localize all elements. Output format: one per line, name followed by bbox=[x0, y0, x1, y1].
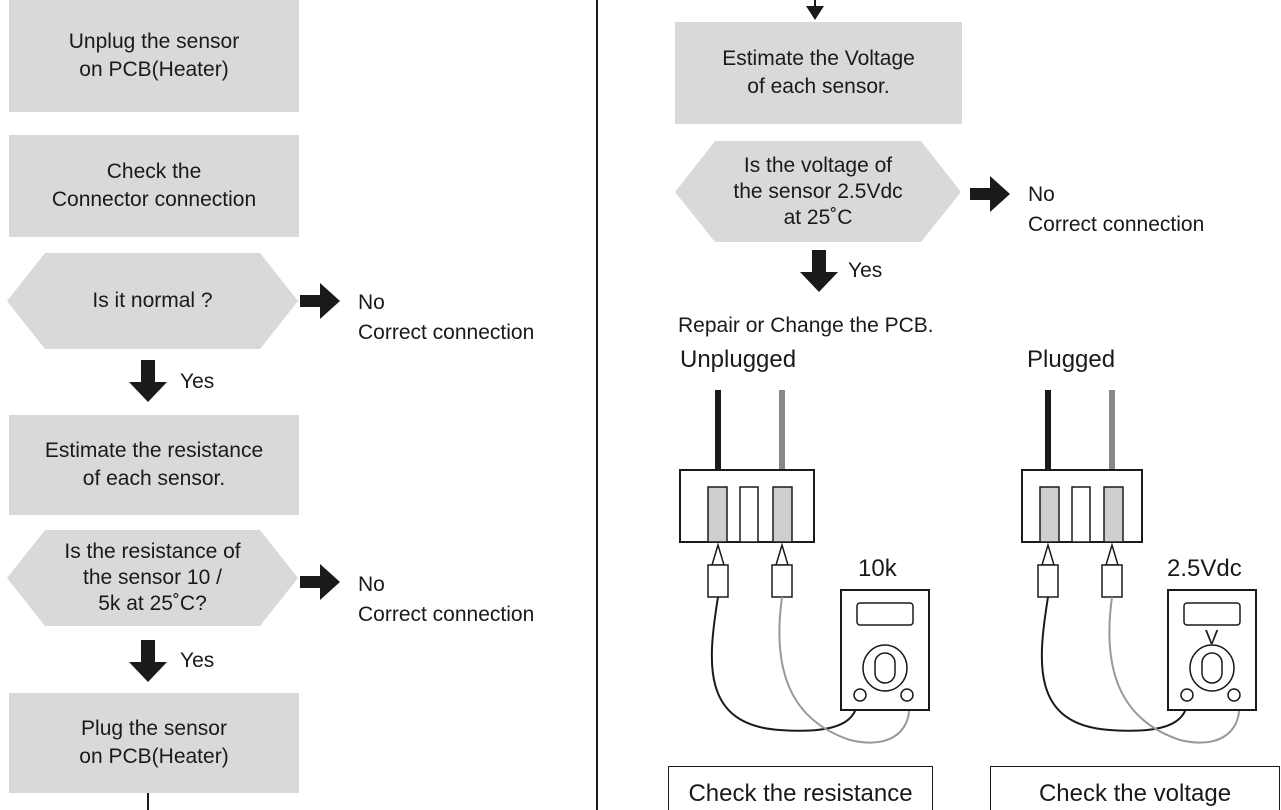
plugged-connector bbox=[1021, 390, 1241, 744]
caption-check-voltage-text: Check the voltage bbox=[1038, 780, 1232, 807]
right-decision-voltage-yes: Yes bbox=[848, 259, 883, 282]
right-step-estimate-voltage: Estimate the Voltage of each sensor. bbox=[675, 22, 962, 124]
plugged-label: Plugged bbox=[1027, 346, 1116, 373]
left-no-arrow-1 bbox=[300, 283, 340, 319]
left-decision-normal-yes: Yes bbox=[180, 370, 215, 393]
left-step-plug: Plug the sensor on PCB(Heater) bbox=[9, 693, 299, 793]
top-arrow-head bbox=[806, 6, 824, 20]
left-decision-resistance-no: No Correct connection bbox=[358, 573, 535, 626]
left-step-plug-text: Plug the sensor on PCB(Heater) bbox=[79, 717, 229, 768]
unplugged-connector bbox=[679, 390, 911, 744]
left-step-check-connector: Check the Connector connection bbox=[9, 135, 299, 237]
left-decision2-shape bbox=[7, 530, 298, 626]
left-decision1-shape bbox=[7, 253, 298, 349]
right-decision1-shape bbox=[675, 141, 961, 242]
left-decision-normal-no: No Correct connection bbox=[358, 291, 535, 344]
left-decision-normal: Is it normal ? bbox=[45, 253, 260, 349]
left-step-unplug-text: Unplug the sensor on PCB(Heater) bbox=[68, 30, 240, 81]
left-yes-arrow-2 bbox=[129, 640, 167, 682]
left-decision-resistance-text: Is the resistance of the sensor 10 / 5k … bbox=[64, 540, 241, 615]
unplugged-label: Unplugged bbox=[680, 346, 797, 373]
caption-check-voltage: Check the voltage bbox=[990, 766, 1280, 810]
multimeter-2 bbox=[1167, 589, 1257, 711]
left-no-arrow-2 bbox=[300, 564, 340, 600]
left-step-estimate-resistance: Estimate the resistance of each sensor. bbox=[9, 415, 299, 515]
caption-check-resistance: Check the resistance bbox=[668, 766, 933, 810]
right-no-arrow bbox=[970, 176, 1010, 212]
left-decision-resistance: Is the resistance of the sensor 10 / 5k … bbox=[30, 530, 275, 626]
left-decision-resistance-yes: Yes bbox=[180, 649, 215, 672]
meter2-reading: 2.5Vdc bbox=[1167, 555, 1242, 582]
right-step-estimate-voltage-text: Estimate the Voltage of each sensor. bbox=[722, 47, 915, 98]
caption-check-resistance-text: Check the resistance bbox=[688, 780, 913, 807]
right-decision-voltage: Is the voltage of the sensor 2.5Vdc at 2… bbox=[700, 141, 936, 242]
right-decision-voltage-text: Is the voltage of the sensor 2.5Vdc at 2… bbox=[733, 153, 903, 229]
left-yes-arrow-1 bbox=[129, 360, 167, 402]
left-step-unplug: Unplug the sensor on PCB(Heater) bbox=[9, 0, 299, 112]
left-decision-normal-text: Is it normal ? bbox=[92, 289, 213, 312]
left-step-estimate-resistance-text: Estimate the resistance of each sensor. bbox=[44, 439, 264, 490]
right-step-repair: Repair or Change the PCB. bbox=[678, 314, 934, 337]
multimeter-1 bbox=[840, 589, 930, 711]
meter2-mode: V bbox=[1205, 627, 1219, 649]
right-yes-arrow bbox=[800, 250, 838, 292]
left-step-check-connector-text: Check the Connector connection bbox=[51, 160, 257, 211]
meter1-reading: 10k bbox=[858, 555, 897, 582]
right-decision-voltage-no: No Correct connection bbox=[1028, 183, 1205, 236]
